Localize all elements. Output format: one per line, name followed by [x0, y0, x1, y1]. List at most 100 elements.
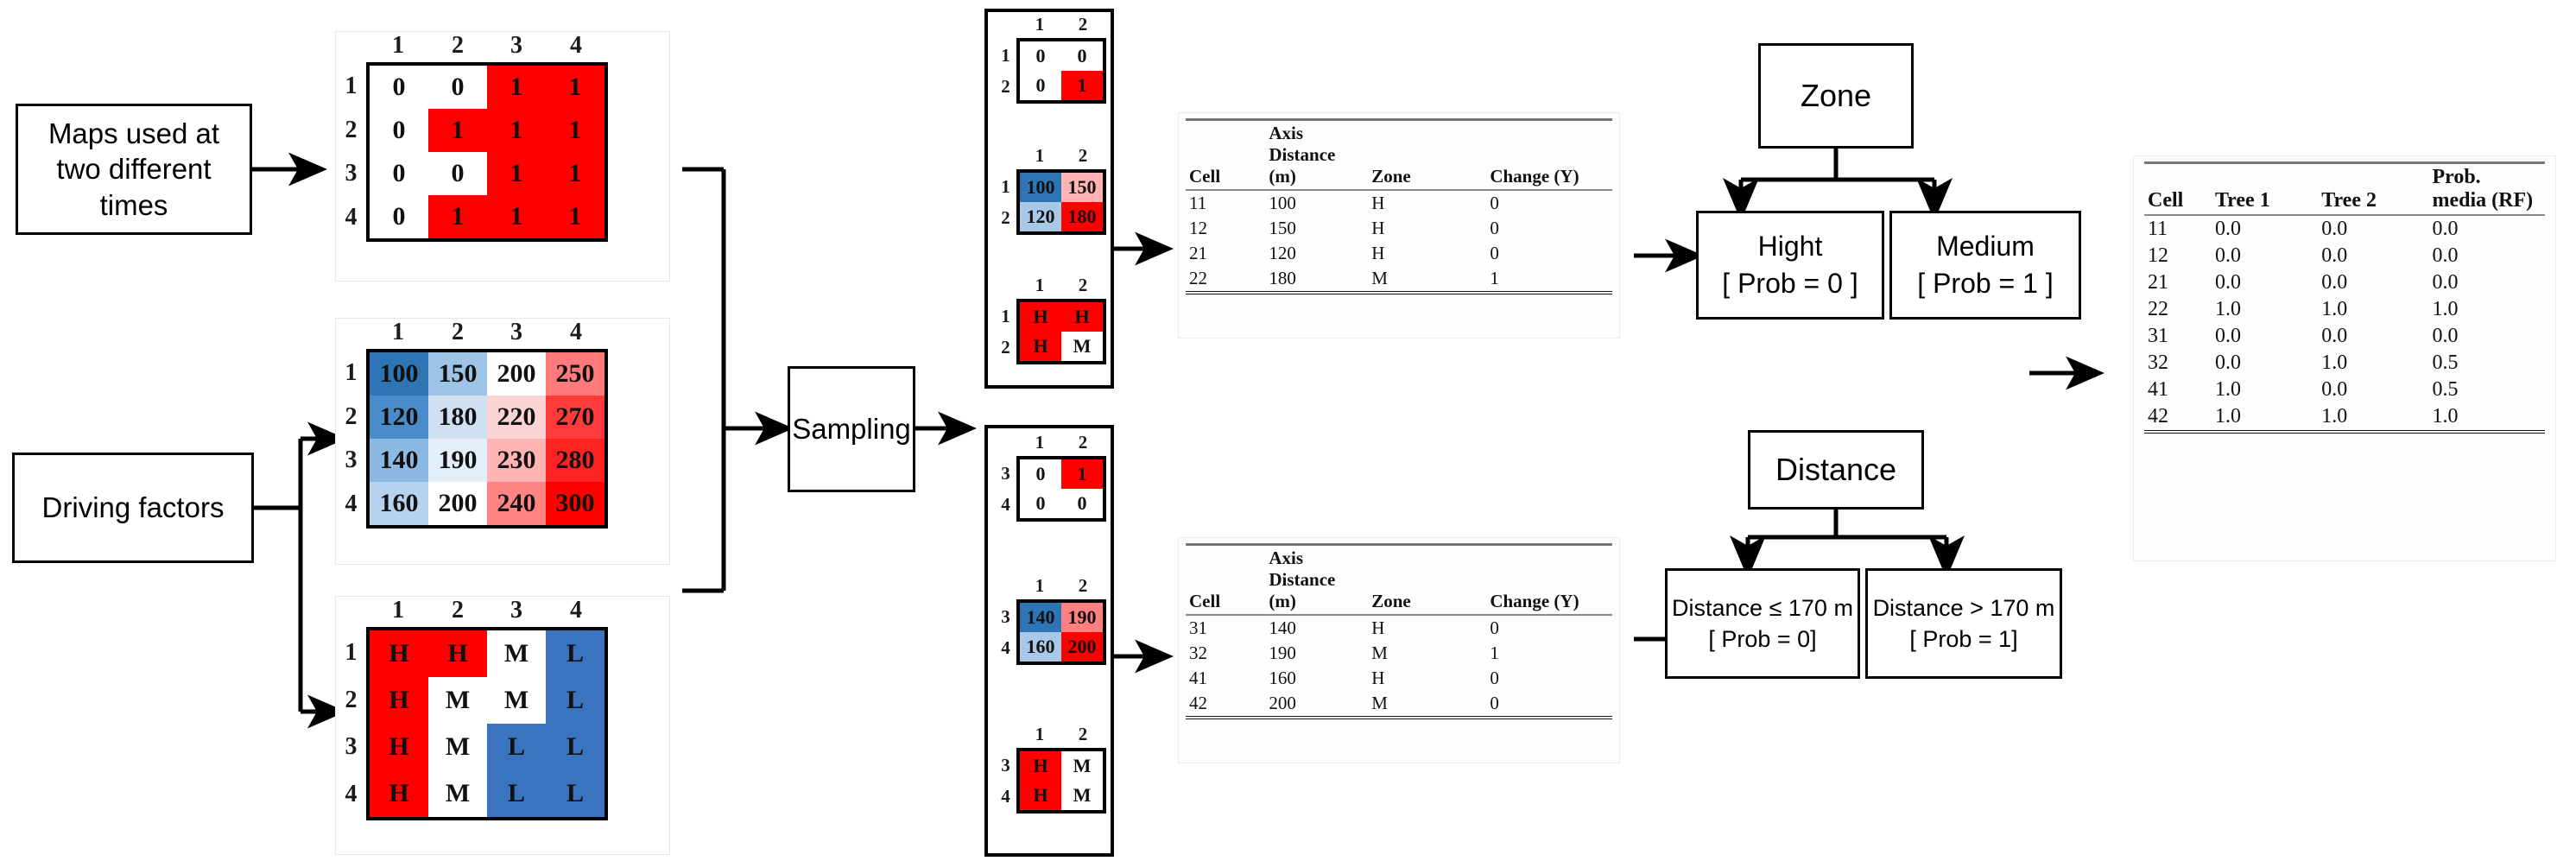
grid-col-header-3: 3	[510, 319, 522, 345]
grid-cell-32: M	[1061, 748, 1106, 781]
grid-cell-21: H	[366, 677, 428, 724]
grid-corner	[995, 575, 1018, 601]
sampling-box[interactable]: Sampling	[788, 366, 915, 492]
table-cell: M	[1368, 266, 1487, 294]
zone-tree-right-prob: [ Prob = 1 ]	[1917, 268, 2054, 299]
column-header-line: Axis	[1269, 123, 1304, 143]
table-cell: 22	[2148, 298, 2168, 320]
grid-cell-31: 140	[1016, 599, 1061, 632]
column-header-4: Prob.media (RF)	[2428, 161, 2545, 216]
grid-col-header-1: 1	[392, 319, 404, 345]
table-cell: 0.0	[2432, 218, 2459, 240]
grid-col-header-2: 2	[1078, 432, 1088, 453]
grid-cell-34: 280	[546, 439, 608, 482]
grid-row-header-2: 2	[345, 403, 358, 430]
grid-cell-32: 1	[1061, 456, 1106, 489]
grid-cell-31: H	[1016, 748, 1061, 781]
grid-cell-42: M	[428, 770, 487, 820]
table-cell: H	[1371, 193, 1385, 213]
maps-used-box[interactable]: Maps used at two different times	[16, 104, 252, 235]
grid-cell-13: M	[487, 627, 546, 677]
grid-cell-34: 1	[546, 152, 608, 195]
grid-cell-11: 100	[366, 349, 428, 396]
grid-corner	[336, 597, 368, 629]
distance-tree-left-leaf[interactable]: Distance ≤ 170 m [ Prob = 0]	[1665, 568, 1860, 679]
grid-cell-43: 240	[487, 482, 546, 529]
grid-cell-23: 220	[487, 396, 546, 439]
grid-cell-32: 190	[1061, 599, 1106, 632]
grid-cell-13: 1	[487, 62, 546, 109]
grid-cell-24: 270	[546, 396, 608, 439]
grid-cell-14: 250	[546, 349, 608, 396]
grid-cell-21: 120	[1016, 202, 1061, 235]
grid-cell-31: 0	[1016, 456, 1061, 489]
distance-tree-root[interactable]: Distance	[1748, 430, 1924, 510]
grid-col-header-2: 2	[1078, 14, 1088, 35]
zone-tree-left-leaf[interactable]: Hight [ Prob = 0 ]	[1696, 211, 1884, 320]
table-cell: 31	[2148, 325, 2168, 347]
table-cell: 1.0	[2432, 298, 2459, 320]
table-cell: 41	[2148, 378, 2168, 401]
grid-cell-13: 200	[487, 349, 546, 396]
grid-corner	[995, 275, 1018, 301]
grid-cell-23: 1	[487, 109, 546, 152]
grid-cell-14: L	[546, 627, 608, 677]
table-cell: 160	[1269, 668, 1296, 688]
column-header-3: Zone	[1368, 118, 1487, 191]
driving-factors-box[interactable]: Driving factors	[12, 453, 254, 563]
zone-tree-left-label: Hight	[1757, 230, 1823, 262]
table-cell: 100	[1269, 193, 1296, 213]
grid-cell-21: 0	[1016, 71, 1061, 104]
table-cell: H	[1371, 668, 1385, 688]
column-header-4: Change (Y)	[1486, 543, 1612, 616]
grid-col-header-2: 2	[452, 32, 464, 59]
table-cell: 1.0	[2214, 298, 2241, 320]
grid-cell-23: M	[487, 677, 546, 724]
table-cell: 0.0	[2432, 244, 2459, 267]
grid-cell-41: H	[366, 770, 428, 820]
grid-col-header-1: 1	[1035, 275, 1045, 295]
grid-cell-12: 150	[428, 349, 487, 396]
table-cell: 1.0	[2428, 403, 2545, 434]
grid-cell-33: 1	[487, 152, 546, 195]
zone-tree-right-leaf[interactable]: Medium [ Prob = 1 ]	[1889, 211, 2081, 320]
grid-col-header-2: 2	[1078, 724, 1088, 744]
column-header-line: Change (Y)	[1490, 591, 1579, 611]
table-cell: H	[1371, 243, 1385, 263]
grid-row-header-4: 4	[1001, 785, 1010, 807]
distance-tree-right-leaf[interactable]: Distance > 170 m [ Prob = 1]	[1865, 568, 2062, 679]
table-cell: 1	[1486, 266, 1612, 294]
table-cell: 0.5	[2432, 351, 2459, 374]
zone-tree-root[interactable]: Zone	[1758, 43, 1914, 149]
grid-cell-32: M	[428, 724, 487, 770]
grid-row-header-3: 3	[345, 446, 358, 473]
table-cell: 0.0	[2321, 378, 2348, 401]
distance-tree-right-label: Distance > 170 m	[1872, 594, 2055, 621]
driving-factors-label: Driving factors	[41, 491, 225, 524]
column-header-4: Change (Y)	[1486, 118, 1612, 191]
grid-row-header-4: 4	[345, 781, 358, 807]
table-cell: 41	[1189, 668, 1207, 688]
column-header-2: Tree 1	[2211, 161, 2319, 216]
